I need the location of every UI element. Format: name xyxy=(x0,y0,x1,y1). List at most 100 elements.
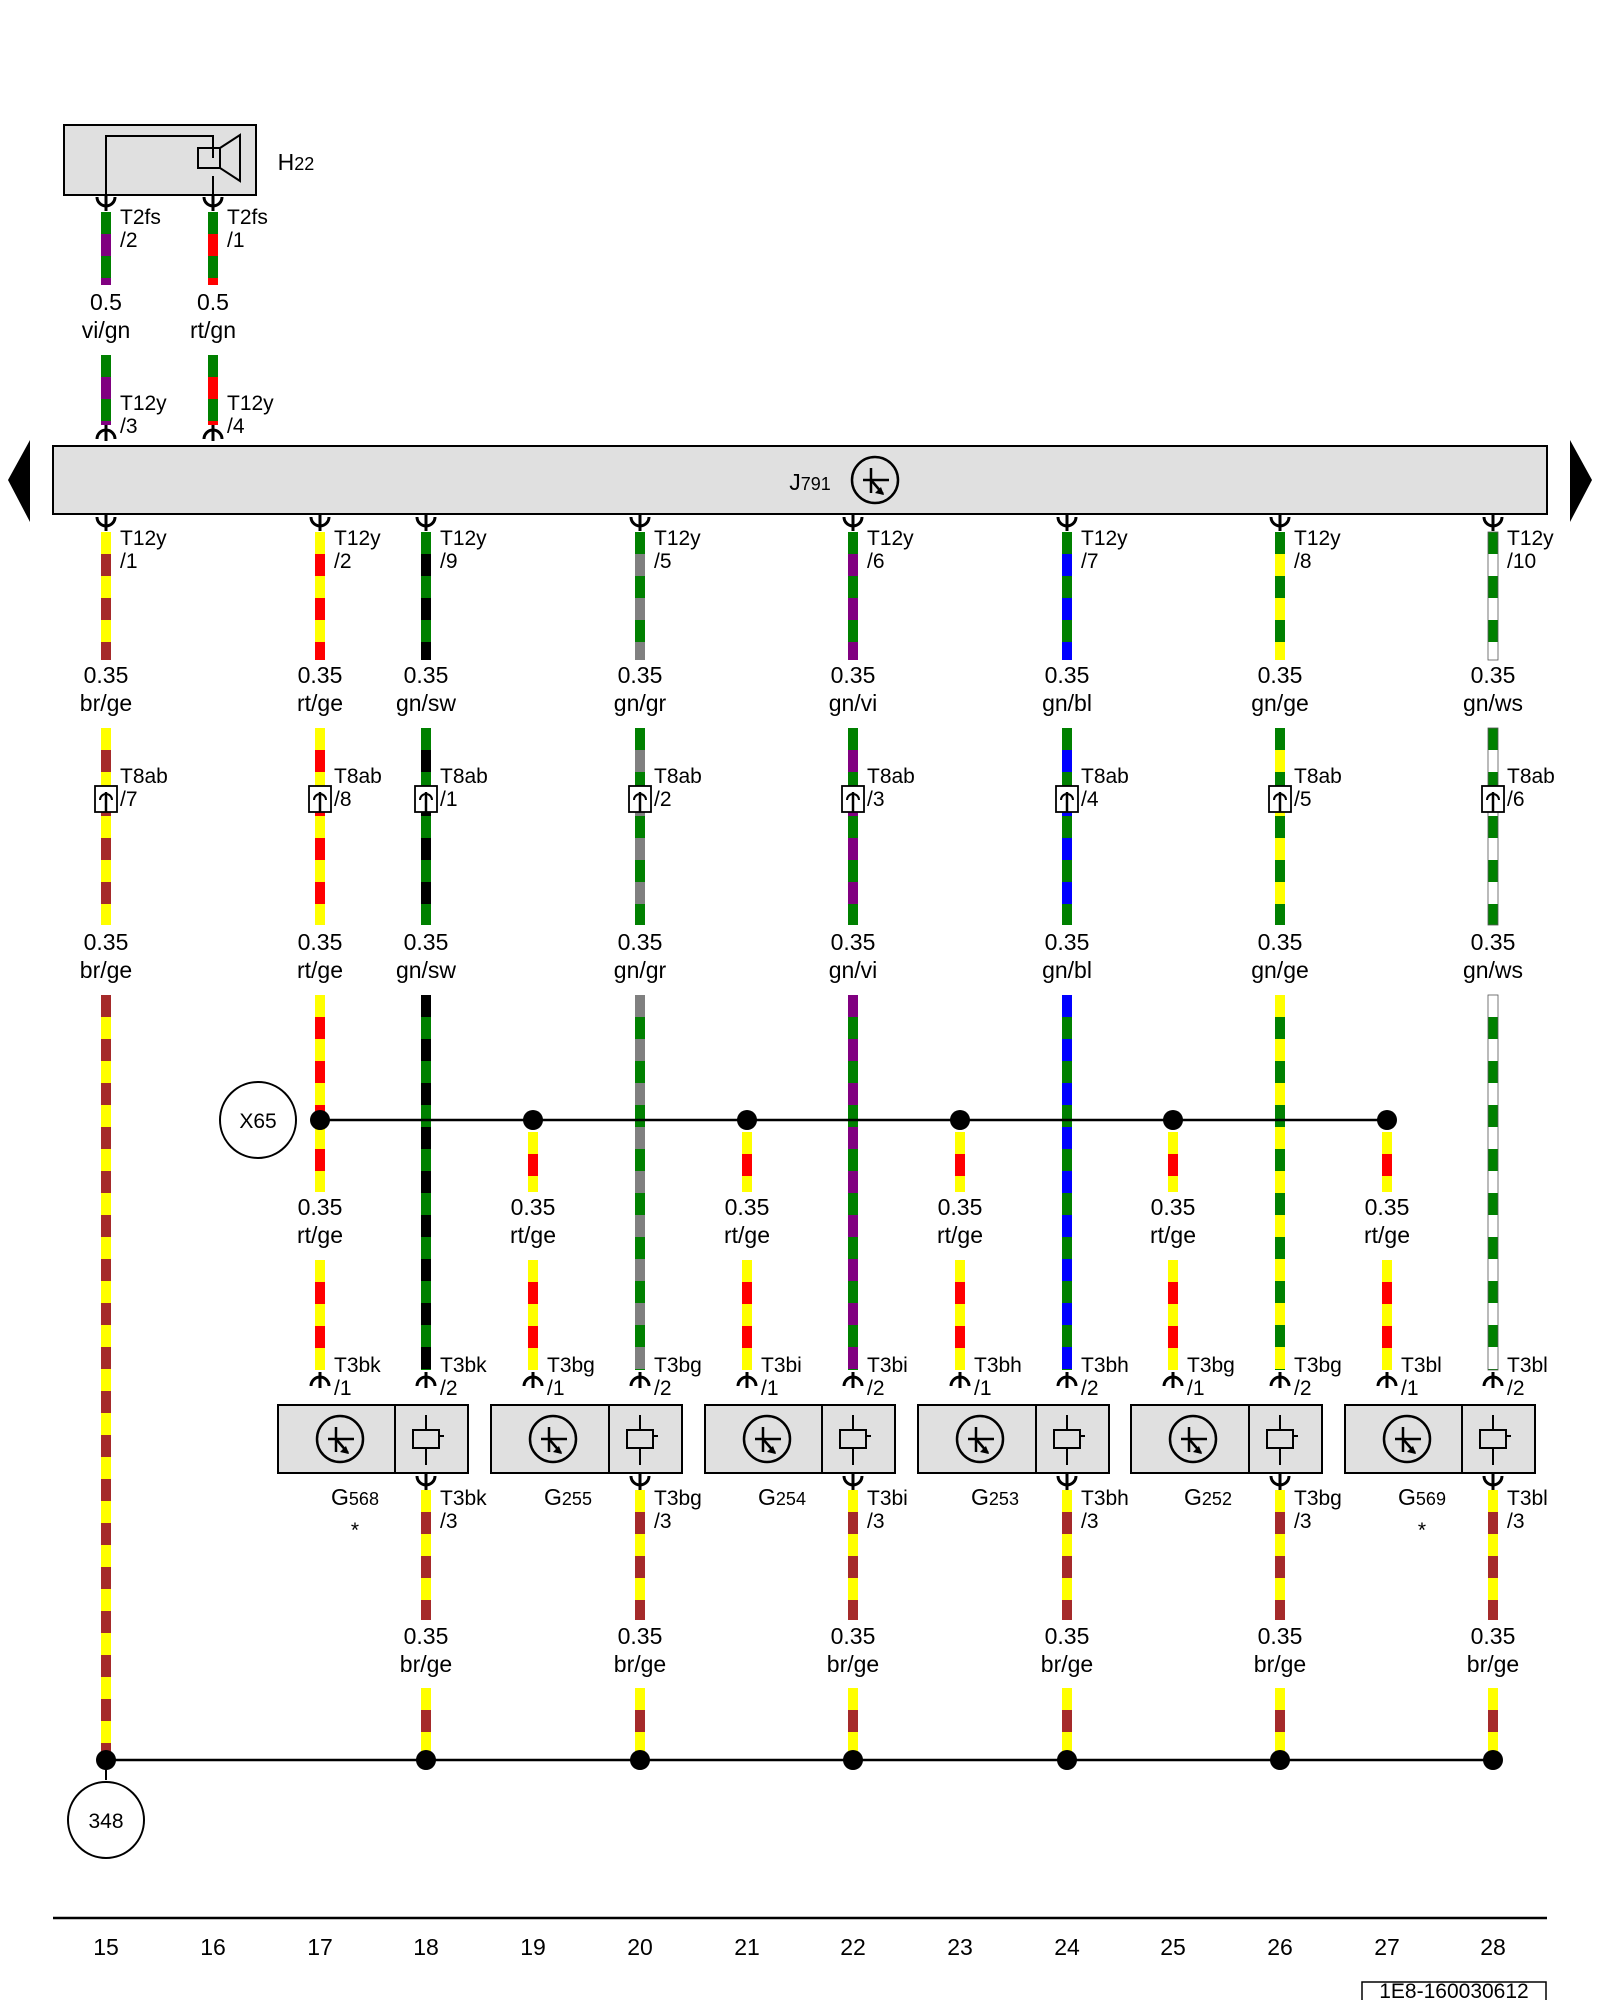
wire-col-20-seg-a-stripe xyxy=(635,554,645,576)
wire-col-28-conn: T8ab xyxy=(1507,765,1555,788)
wire-col-24-connector-arc xyxy=(1060,793,1074,801)
sensor-g252-label-sub: 252 xyxy=(1202,1489,1232,1509)
wire-col-28-lower-outline xyxy=(1487,994,1499,1371)
wire-col-17-conn-num: /8 xyxy=(334,788,352,811)
sensor-g254-label-sub: 254 xyxy=(776,1489,806,1509)
ground-col-26-a xyxy=(1275,1490,1285,1620)
wire-col-20-lower xyxy=(635,995,645,1370)
ground-col-20-b-stripe xyxy=(635,1710,645,1732)
column-number-28: 28 xyxy=(1480,1934,1506,1960)
sensor-g254-relay-icon xyxy=(839,1429,867,1449)
wire-col-18-conn-num: /1 xyxy=(440,788,458,811)
left-arrow-icon-2 xyxy=(8,480,30,522)
speaker-icon-cone xyxy=(219,133,241,183)
ground-col-28-a-stripe xyxy=(1488,1512,1498,1534)
wire-col-18-lower-stripe xyxy=(421,1105,431,1127)
branch-col-17-b xyxy=(315,1260,325,1370)
sensor-g568-pin3-num: /3 xyxy=(440,1510,458,1533)
wire-col-26-seg-b-stripe xyxy=(1275,750,1285,772)
doc-code-box xyxy=(1361,1981,1547,2000)
ground-col-18-a-stripe xyxy=(421,1512,431,1534)
j791-icon xyxy=(850,455,900,505)
sensor-g254-pin3: T3bi xyxy=(867,1487,908,1510)
wire-col-20-seg-a-stripe xyxy=(635,598,645,620)
wire-col-15-seg-a xyxy=(101,532,111,660)
wire-top-16-color: rt/gn xyxy=(190,317,236,343)
wire-col-26-lower-stripe xyxy=(1275,1281,1285,1303)
wire-col-17-seg-b-stripe xyxy=(315,882,325,904)
branch-col-25-color: rt/ge xyxy=(1150,1222,1196,1248)
ground-col-24-a-stripe xyxy=(1062,1512,1072,1534)
wire-col-17-lower xyxy=(315,995,325,1192)
wire-col-22-seg-a-stripe xyxy=(848,554,858,576)
sensor-g569-pin1: T3bl xyxy=(1401,1354,1442,1377)
wire-col-28-pin: T12y xyxy=(1507,527,1554,550)
wire-top-16-pin-b-num: /4 xyxy=(227,415,245,438)
branch-col-27-size: 0.35 xyxy=(1365,1194,1410,1220)
wire-col-26-lower-stripe xyxy=(1275,1193,1285,1215)
wire-col-15-pin-num: /1 xyxy=(120,550,138,573)
wire-col-22-seg-a xyxy=(848,532,858,660)
wire-col-22-lower-stripe xyxy=(848,1105,858,1127)
sensor-g569-star: * xyxy=(1418,1519,1426,1542)
wire-col-15-long-stripe xyxy=(101,1193,111,1215)
wire-col-15-long-stripe xyxy=(101,1061,111,1083)
wire-col-22-a-size: 0.35 xyxy=(831,662,876,688)
wire-col-15-long-stripe xyxy=(101,1501,111,1523)
wire-col-20-conn-num: /2 xyxy=(654,788,672,811)
wire-col-20-b-color: gn/gr xyxy=(614,957,667,983)
wire-col-24-seg-a-stripe xyxy=(1062,554,1072,576)
x65-node-19 xyxy=(523,1110,543,1130)
branch-col-25-a-stripe xyxy=(1168,1154,1178,1176)
left-arrow-icon xyxy=(8,440,30,480)
branch-col-17-size: 0.35 xyxy=(298,1194,343,1220)
ground-point-circle xyxy=(67,1781,145,1859)
wire-col-28-lower-stripe xyxy=(1488,1149,1498,1171)
j791-box xyxy=(52,445,1548,515)
j791-icon-arrowhead xyxy=(875,487,884,495)
sensor-g569-icon xyxy=(1382,1414,1432,1464)
wire-col-26-conn: T8ab xyxy=(1294,765,1342,788)
sensor-g568-label: G568 xyxy=(331,1484,379,1510)
branch-col-19-color: rt/ge xyxy=(510,1222,556,1248)
sensor-g252-pin3-num: /3 xyxy=(1294,1510,1312,1533)
sensor-g254-label: G254 xyxy=(758,1484,806,1510)
wire-col-26-seg-b-stripe xyxy=(1275,838,1285,860)
wire-col-18-seg-a-stripe xyxy=(421,598,431,620)
sensor-g569-icon-arrowhead xyxy=(1407,1446,1416,1454)
wire-col-20-conn: T8ab xyxy=(654,765,702,788)
wire-col-17-seg-b xyxy=(315,728,325,925)
ground-col-22-b-stripe xyxy=(848,1710,858,1732)
wire-col-20-connector-arc xyxy=(633,793,647,801)
wire-col-22-a-color: gn/vi xyxy=(829,690,878,716)
wire-col-15-seg-a-stripe xyxy=(101,642,111,660)
sensor-g255-label: G255 xyxy=(544,1484,592,1510)
x65-label: X65 xyxy=(239,1110,276,1133)
sensor-g254-pin3-num: /3 xyxy=(867,1510,885,1533)
wire-top-15-seg-b-stripe xyxy=(101,421,111,425)
wire-col-26-seg-a-stripe xyxy=(1275,642,1285,660)
sensor-g252-icon xyxy=(1168,1414,1218,1464)
branch-col-21-color: rt/ge xyxy=(724,1222,770,1248)
ground-col-18-a-stripe xyxy=(421,1556,431,1578)
branch-col-25-b-stripe xyxy=(1168,1326,1178,1348)
branch-col-19-b-stripe xyxy=(528,1326,538,1348)
wire-top-15-seg-a-stripe xyxy=(101,234,111,256)
ground-col-20-a xyxy=(635,1490,645,1620)
wire-col-15-long-stripe xyxy=(101,1281,111,1303)
ground-col-26-color: br/ge xyxy=(1254,1651,1306,1677)
branch-col-27-b-stripe xyxy=(1382,1326,1392,1348)
wire-col-15-long-stripe xyxy=(101,1017,111,1039)
wire-col-15-conn: T8ab xyxy=(120,765,168,788)
wire-col-15-long-stripe xyxy=(101,1545,111,1567)
wire-col-20-lower-stripe xyxy=(635,1281,645,1303)
h22-label-sub: 22 xyxy=(294,154,314,174)
ground-col-26-size: 0.35 xyxy=(1258,1623,1303,1649)
branch-col-23-color: rt/ge xyxy=(937,1222,983,1248)
sensor-g568-pin2-num: /2 xyxy=(440,1377,458,1400)
sensor-g254-pin1-num: /1 xyxy=(761,1377,779,1400)
wire-col-26-seg-b xyxy=(1275,728,1285,925)
doc-code: 1E8-160030612 xyxy=(1379,1980,1528,2000)
wire-col-17-a-color: rt/ge xyxy=(297,690,343,716)
